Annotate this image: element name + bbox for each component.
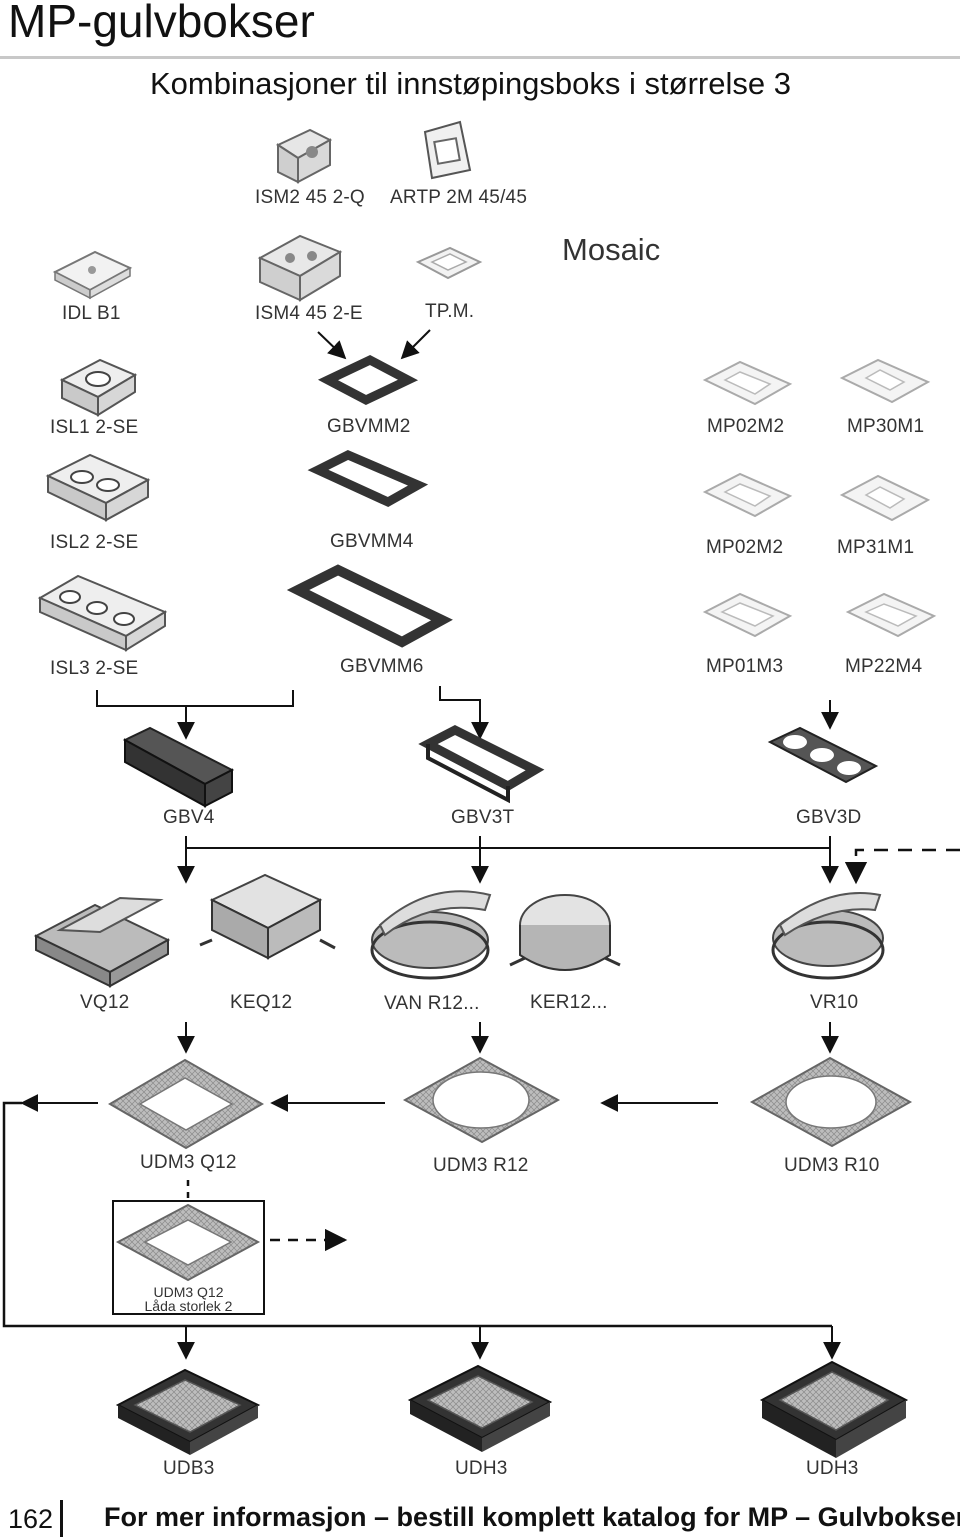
label-gbv3d: GBV3D <box>796 807 862 828</box>
label-mp02m2-a: MP02M2 <box>707 416 785 437</box>
udm3q12-image <box>108 1058 265 1150</box>
label-vanr12: VAN R12... <box>384 993 480 1014</box>
mp02m2-b-image <box>702 472 793 518</box>
mp30m1-image <box>839 358 931 404</box>
label-isl3: ISL3 2-SE <box>50 658 139 679</box>
ism4-image <box>257 234 343 302</box>
label-idlb1: IDL B1 <box>62 303 121 324</box>
udm3q12-size2-box <box>112 1200 265 1315</box>
mosaic-heading: Mosaic <box>562 232 661 267</box>
footer-text: For mer informasjon – bestill komplett k… <box>104 1502 960 1532</box>
label-gbvmm4: GBVMM4 <box>330 531 414 552</box>
vq12-image <box>33 896 171 988</box>
label-ker12: KER12... <box>530 992 608 1013</box>
gbvmm4-image <box>307 450 429 508</box>
udm3r12-image <box>402 1056 561 1144</box>
isl3-image <box>37 574 168 652</box>
ism2-image <box>275 128 333 184</box>
label-gbv4: GBV4 <box>163 807 215 828</box>
label-mp30m1: MP30M1 <box>847 416 925 437</box>
udh3-b-image <box>759 1360 909 1458</box>
label-isl1: ISL1 2-SE <box>50 417 139 438</box>
udm3r10-image <box>749 1056 913 1148</box>
udm3q12-small-image <box>115 1203 261 1282</box>
label-udb3: UDB3 <box>163 1458 215 1479</box>
idlb1-image <box>52 250 133 300</box>
gbvmm6-image <box>286 564 453 648</box>
mp22m4-image <box>845 592 937 638</box>
gbv3d-image <box>767 726 879 784</box>
label-ism4: ISM4 45 2-E <box>255 303 363 324</box>
ker12-image <box>509 894 621 971</box>
label-tpm: TP.M. <box>425 301 475 322</box>
label-artp: ARTP 2M 45/45 <box>390 187 528 208</box>
keq12-image <box>199 873 336 960</box>
gbv4-image <box>122 726 235 808</box>
vanr12-image <box>370 890 492 980</box>
label-gbv3t: GBV3T <box>451 807 515 828</box>
label-vr10: VR10 <box>810 992 859 1013</box>
label-gbvmm6: GBVMM6 <box>340 656 424 677</box>
footer-divider <box>60 1500 63 1537</box>
page-title: MP-gulvbokser <box>8 0 315 47</box>
udb3-image <box>115 1368 261 1455</box>
label-mp01m3: MP01M3 <box>706 656 784 677</box>
udh3-a-image <box>407 1364 553 1452</box>
label-isl2: ISL2 2-SE <box>50 532 139 553</box>
mp01m3-image <box>702 592 793 638</box>
label-udm3q12: UDM3 Q12 <box>140 1152 237 1173</box>
label-mp22m4: MP22M4 <box>845 656 923 677</box>
artp-image <box>423 120 472 180</box>
label-udh3-b: UDH3 <box>806 1458 859 1479</box>
label-ism2: ISM2 45 2-Q <box>255 187 365 208</box>
tpm-image <box>415 246 483 280</box>
isl1-image <box>59 358 138 417</box>
label-udh3-a: UDH3 <box>455 1458 508 1479</box>
label-gbvmm2: GBVMM2 <box>327 416 411 437</box>
label-lada: Låda storlek 2 <box>144 1298 233 1314</box>
label-udm3r12: UDM3 R12 <box>433 1155 529 1176</box>
page-subtitle: Kombinasjoner til innstøpingsboks i stør… <box>150 66 791 101</box>
label-udm3r10: UDM3 R10 <box>784 1155 880 1176</box>
mp31m1-image <box>839 474 931 522</box>
label-mp31m1: MP31M1 <box>837 537 915 558</box>
label-mp02m2-b: MP02M2 <box>706 537 784 558</box>
vr10-image <box>771 892 885 980</box>
gbvmm2-image <box>317 354 419 406</box>
page-number: 162 <box>8 1504 54 1534</box>
gbv3t-image <box>418 724 545 804</box>
isl2-image <box>45 453 151 522</box>
title-rule <box>0 56 960 59</box>
label-vq12: VQ12 <box>80 992 130 1013</box>
mp02m2-a-image <box>702 360 793 406</box>
label-keq12: KEQ12 <box>230 992 293 1013</box>
label-udm3q12-small: UDM3 Q12 <box>153 1284 224 1300</box>
